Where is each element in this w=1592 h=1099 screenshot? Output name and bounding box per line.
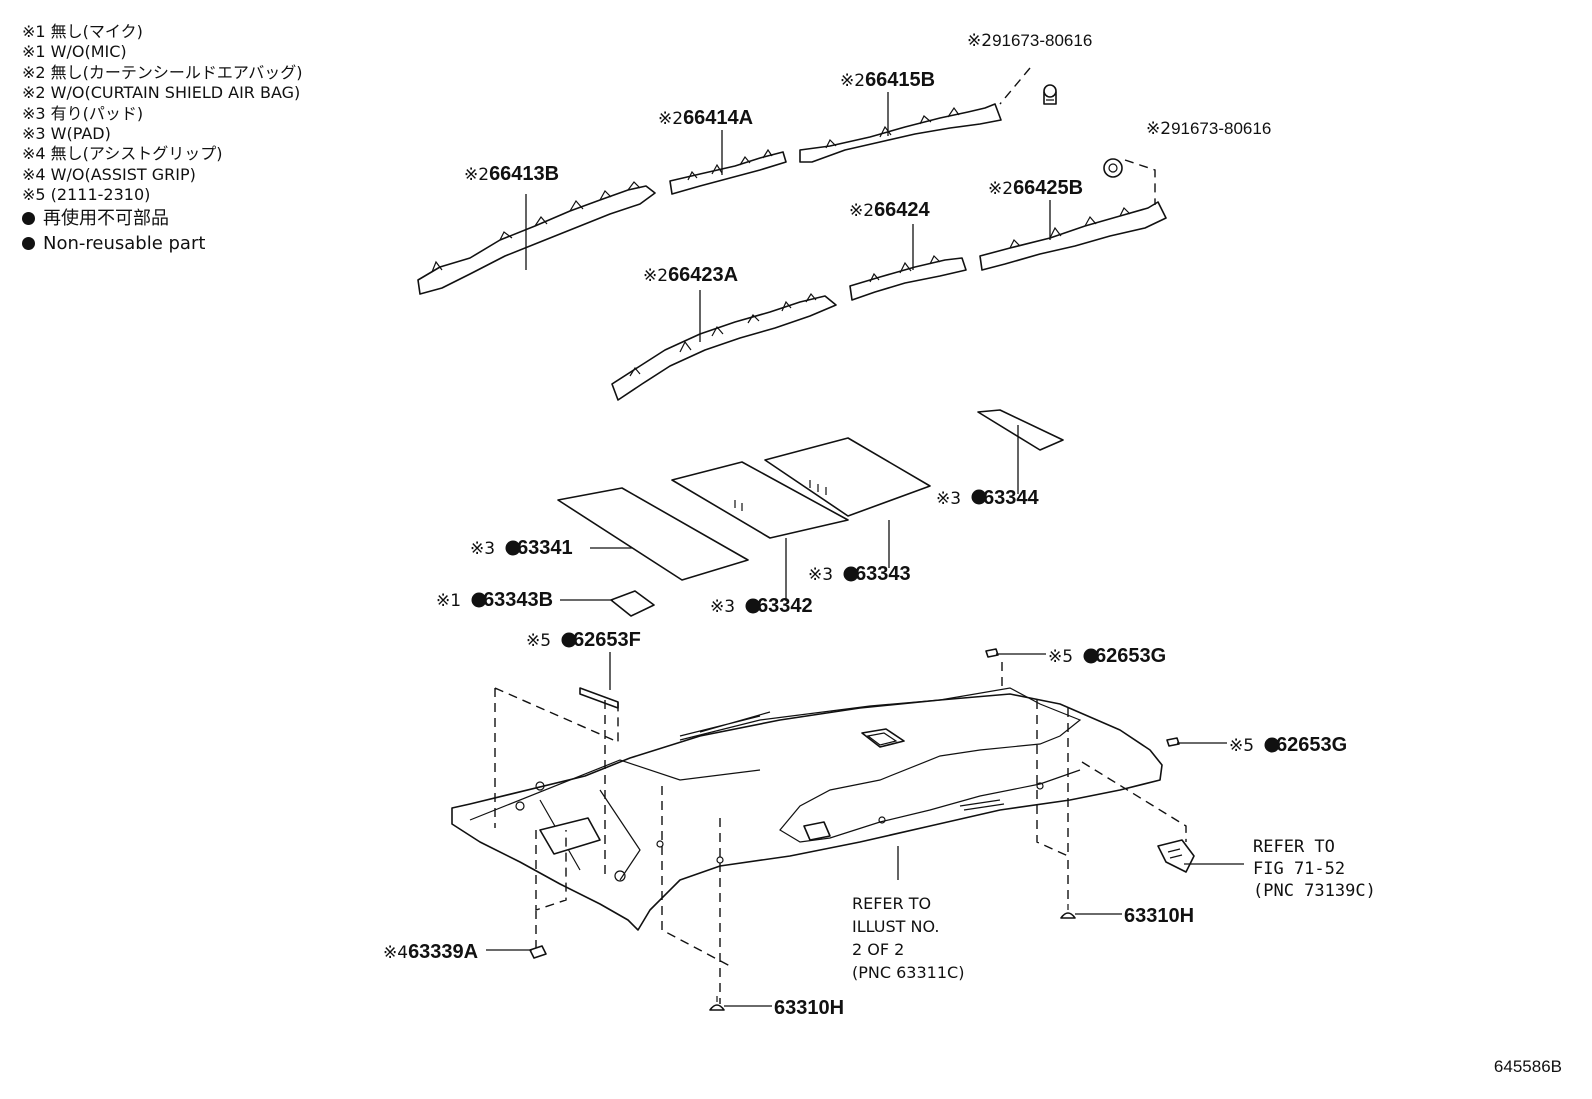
part-66414A[interactable]	[669, 148, 787, 195]
callout-66413B: ※266413B	[464, 163, 559, 185]
legend-row-11: Non-reusable part	[43, 232, 206, 254]
legend-row-nonreusable-en: Non-reusable part	[22, 231, 303, 256]
legend-row-6: ※3 W(PAD)	[22, 124, 111, 144]
leader-lines	[486, 92, 1244, 1007]
pad-63342[interactable]	[671, 461, 849, 539]
non-reusable-dot-icon	[745, 598, 761, 614]
callout-63339A: ※463339A	[383, 941, 478, 963]
callout-66415B: ※266415B	[840, 69, 935, 91]
non-reusable-dot-icon	[22, 236, 35, 250]
legend-row-5: ※3 有り(パッド)	[22, 103, 144, 123]
refer-illust-line-1: REFER TO	[852, 894, 931, 913]
refer-illust-line-2: ILLUST NO.	[852, 917, 939, 936]
refer-fig-line-3: (PNC 73139C)	[1253, 881, 1376, 901]
legend-row-10: 再使用不可部品	[43, 207, 169, 229]
refer-fig-line-1: REFER TO	[1253, 837, 1335, 857]
legend-row-4: ※2 W/O(CURTAIN SHIELD AIR BAG)	[22, 83, 301, 103]
legend-row-3: ※2 無し(カーテンシールドエアバッグ)	[22, 62, 303, 82]
dashed-guide	[999, 67, 1031, 105]
refer-illust-line-4: (PNC 63311C)	[852, 963, 964, 982]
pad-63341[interactable]	[557, 487, 749, 581]
part-66415B[interactable]	[799, 103, 1002, 163]
clip-63339A[interactable]	[529, 945, 547, 959]
callout-91673-80616-b: ※291673-80616	[1146, 119, 1271, 139]
callout-66423A: ※266423A	[643, 264, 738, 286]
non-reusable-dot-icon	[561, 632, 577, 648]
part-66424[interactable]	[849, 254, 967, 301]
non-reusable-dot-icon	[843, 566, 859, 582]
legend-row-7: ※4 無し(アシストグリップ)	[22, 144, 223, 164]
callout-63310H-b: 63310H	[1124, 905, 1194, 927]
non-reusable-dot-icon	[22, 211, 35, 225]
clip-63310H-a[interactable]	[709, 996, 725, 1011]
callout-66424: ※266424	[849, 199, 931, 221]
clip-91673-b[interactable]	[1103, 158, 1123, 178]
callout-66414A: ※266414A	[658, 107, 753, 129]
legend-row-8: ※4 W/O(ASSIST GRIP)	[22, 164, 196, 184]
pad-63343B[interactable]	[610, 590, 655, 617]
clip-62653G-b[interactable]	[1166, 737, 1180, 747]
dashed-guides	[494, 660, 1187, 1004]
legend-row-9: ※5 (2111-2310)	[22, 185, 151, 205]
grip-73139C[interactable]	[1157, 839, 1195, 873]
non-reusable-dot-icon	[505, 540, 521, 556]
legend: ※1 無し(マイク) ※1 W/O(MIC) ※2 無し(カーテンシールドエアバ…	[22, 22, 303, 256]
part-66423A[interactable]	[611, 292, 837, 401]
non-reusable-dot-icon	[1083, 648, 1099, 664]
non-reusable-dot-icon	[971, 489, 987, 505]
refer-illust-line-3: 2 OF 2	[852, 940, 904, 959]
part-66413B[interactable]	[417, 181, 656, 295]
visor-holder-62653F[interactable]	[579, 687, 619, 709]
clip-62653G-a[interactable]	[985, 648, 999, 658]
headliner-assembly[interactable]	[451, 687, 1163, 931]
reference-id: 645586B	[1493, 1057, 1562, 1076]
legend-row-2: ※1 W/O(MIC)	[22, 42, 127, 62]
non-reusable-dot-icon	[471, 592, 487, 608]
dashed-guide	[1124, 159, 1156, 205]
clip-63310H-b[interactable]	[1060, 904, 1076, 919]
callout-63310H-a: 63310H	[774, 997, 844, 1019]
legend-row-nonreusable-jp: 再使用不可部品	[22, 206, 303, 231]
callout-66425B: ※266425B	[988, 177, 1083, 199]
pad-63343[interactable]	[764, 437, 931, 517]
callout-91673-80616-a: ※291673-80616	[967, 31, 1092, 51]
clip-91673-a[interactable]	[1043, 84, 1057, 105]
legend-row-1: ※1 無し(マイク)	[22, 22, 143, 41]
pad-63344[interactable]	[977, 409, 1064, 451]
non-reusable-dot-icon	[1264, 737, 1280, 753]
part-66425B[interactable]	[979, 201, 1167, 271]
refer-fig-line-2: FIG 71-52	[1253, 859, 1345, 879]
